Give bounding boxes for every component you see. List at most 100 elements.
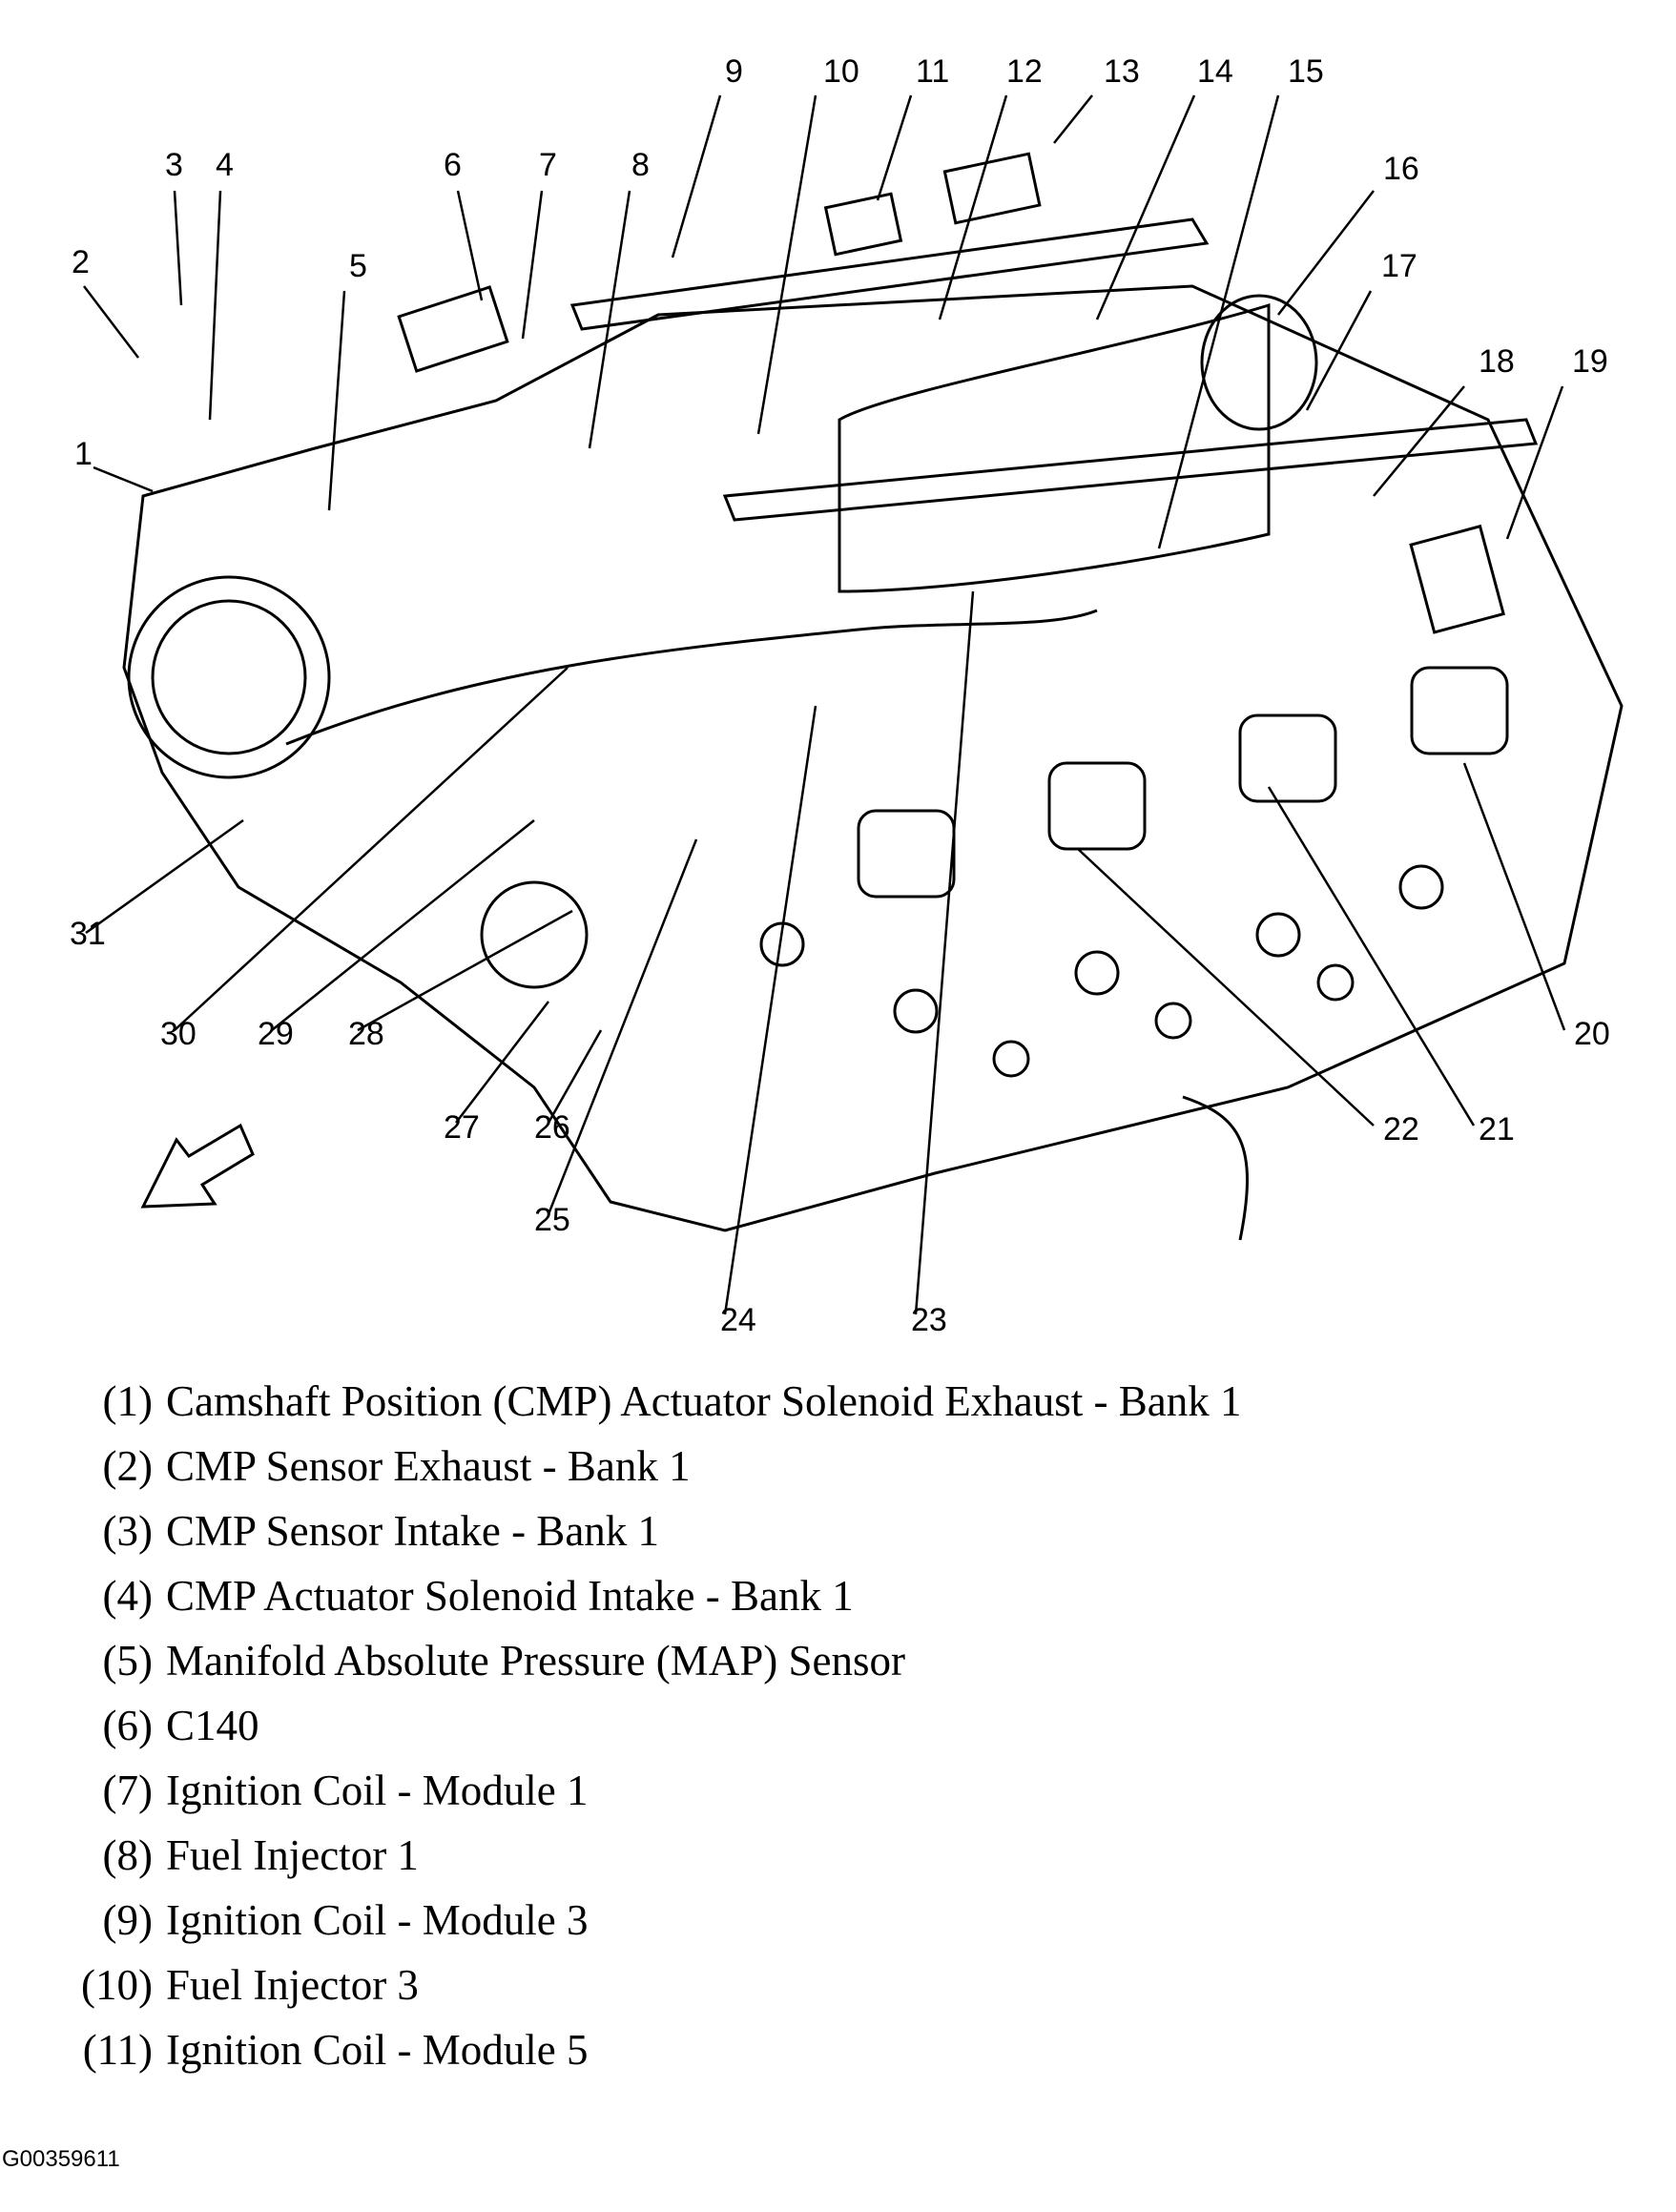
- callout-leader-5: [327, 290, 346, 511]
- callout-leader-2: [83, 285, 139, 359]
- legend-item-number: (10): [81, 1961, 153, 2009]
- callout-number: 27: [444, 1109, 480, 1146]
- callout-number: 9: [725, 53, 743, 90]
- callout-number: 18: [1479, 343, 1515, 380]
- legend-item-number: (11): [82, 2026, 153, 2074]
- callout-number: 24: [720, 1302, 756, 1338]
- callout-leader-31: [85, 818, 244, 935]
- callout-leader-27: [455, 1001, 549, 1124]
- legend-item-text: Ignition Coil - Module 1: [166, 1767, 589, 1814]
- legend-item: (1) Camshaft Position (CMP) Actuator Sole…: [65, 1369, 1591, 1434]
- ignition-coil-a: [857, 809, 956, 899]
- legend-item: (4)CMP Actuator Solenoid Intake - Bank 1: [65, 1563, 1591, 1628]
- legend-item-text: C140: [166, 1702, 259, 1749]
- legend-item-text: CMP Sensor Exhaust - Bank 1: [166, 1442, 691, 1490]
- callout-number: 20: [1574, 1016, 1610, 1052]
- callout-leader-7: [521, 190, 544, 340]
- connector-19: [1409, 524, 1505, 634]
- legend-item: (10) Fuel Injector 3: [65, 1953, 1591, 2017]
- legend-item-text: Fuel Injector 3: [166, 1961, 419, 2009]
- plenum-end: [1200, 294, 1318, 431]
- wiring-harness: [285, 609, 1098, 746]
- front-direction-arrow: [140, 1123, 255, 1209]
- legend-item-text: CMP Actuator Solenoid Intake - Bank 1: [166, 1572, 854, 1620]
- fuel-rail-upper: [569, 217, 1210, 331]
- legend-item-number: (6): [102, 1702, 153, 1749]
- throttle-body: [127, 575, 331, 779]
- callout-leader-14: [1095, 94, 1196, 320]
- callout-number: 8: [631, 147, 650, 183]
- engine-block-outline: [122, 284, 1624, 1232]
- callout-leader-21: [1267, 786, 1476, 1127]
- throttle-body-inner: [151, 599, 307, 755]
- callout-number: 11: [916, 53, 949, 90]
- callout-leader-16: [1277, 190, 1375, 316]
- callout-leader-22: [1077, 848, 1375, 1127]
- legend-item-text: Fuel Injector 1: [166, 1831, 419, 1879]
- callout-leader-19: [1505, 385, 1564, 540]
- callout-number: 29: [258, 1016, 294, 1052]
- legend-item-text: Ignition Coil - Module 3: [166, 1896, 589, 1944]
- callout-leader-23: [914, 590, 975, 1315]
- connector-c140: [397, 285, 509, 373]
- callout-number: 14: [1197, 53, 1233, 90]
- callout-number: 3: [165, 147, 183, 183]
- legend-item: (6) C140: [65, 1693, 1591, 1758]
- callout-leader-1: [93, 465, 154, 493]
- connector-top-11: [823, 192, 903, 257]
- legend-item: (9)Ignition Coil - Module 3: [65, 1888, 1591, 1953]
- callout-number: 17: [1381, 248, 1417, 284]
- callout-leader-18: [1373, 385, 1465, 497]
- vacuum-hose: [1182, 1095, 1249, 1241]
- ignition-coil-d: [1410, 666, 1509, 755]
- callout-leader-24: [723, 705, 817, 1315]
- legend-item-text: Manifold Absolute Pressure (MAP) Sensor: [166, 1637, 905, 1685]
- legend-item-number: (7): [102, 1767, 153, 1814]
- legend-item: (7) Ignition Coil - Module 1: [65, 1758, 1591, 1823]
- callout-number: 2: [72, 244, 90, 280]
- legend-item: (2) CMP Sensor Exhaust - Bank 1: [65, 1434, 1591, 1499]
- legend-item-number: (2): [102, 1442, 153, 1490]
- engine-drawing: [122, 152, 1624, 1241]
- callout-leader-20: [1462, 762, 1566, 1031]
- callout-number: 13: [1104, 53, 1140, 90]
- legend-item-text: Camshaft Position (CMP) Actuator Solenoi…: [166, 1377, 1242, 1425]
- legend-item: (3)CMP Sensor Intake - Bank 1: [65, 1499, 1591, 1563]
- callout-leader-29: [271, 819, 535, 1031]
- callout-number: 21: [1479, 1111, 1515, 1147]
- callout-leader-4: [208, 190, 222, 421]
- callout-leader-30: [174, 667, 569, 1031]
- callout-number: 30: [160, 1016, 197, 1052]
- legend-item-number: (8): [102, 1831, 153, 1879]
- callout-number: 26: [534, 1109, 570, 1146]
- accessory-pulley: [480, 880, 589, 989]
- callout-number: 31: [70, 916, 106, 952]
- intake-plenum: [838, 302, 1271, 593]
- callout-number: 19: [1572, 343, 1608, 380]
- figure-id: G00359611: [2, 2146, 120, 2172]
- callout-number: 28: [348, 1016, 384, 1052]
- callout-leader-6: [456, 190, 484, 301]
- callout-number: 16: [1383, 151, 1419, 187]
- callout-leader-11: [876, 94, 913, 201]
- fuel-rail-lower: [722, 418, 1539, 522]
- legend-item: (11)Ignition Coil - Module 5: [65, 2017, 1591, 2082]
- callout-number: 7: [539, 147, 557, 183]
- component-legend: (1) Camshaft Position (CMP) Actuator Sole…: [65, 1369, 1591, 2082]
- callout-leader-12: [938, 94, 1008, 320]
- legend-item-number: (5): [102, 1637, 153, 1685]
- callout-number: 15: [1288, 53, 1324, 90]
- legend-item-number: (1): [102, 1377, 153, 1425]
- ignition-coil-b: [1047, 761, 1147, 851]
- callout-leader-26: [547, 1029, 603, 1124]
- callout-leaders: [83, 94, 1566, 1315]
- connector-top-13: [942, 152, 1042, 225]
- legend-item: (8) Fuel Injector 1: [65, 1823, 1591, 1888]
- callout-number: 6: [444, 147, 462, 183]
- callout-leader-3: [173, 190, 183, 306]
- callout-leader-8: [588, 190, 631, 449]
- legend-item-text: CMP Sensor Intake - Bank 1: [166, 1507, 660, 1555]
